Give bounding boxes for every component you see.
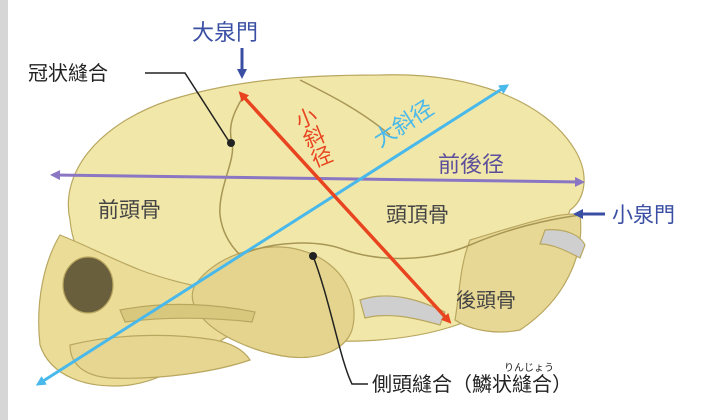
coronal-suture-dot [227,139,235,147]
label-coronal-suture: 冠状縫合 [28,61,108,85]
label-occipital-bone: 後頭骨 [456,288,516,312]
mandible [70,335,250,378]
label-squamous-suture: （鱗状縫合） [452,372,572,396]
label-large-fontanelle: 大泉門 [192,21,258,46]
label-parietal-bone: 頭頂骨 [386,203,449,227]
label-frontal-bone: 前頭骨 [98,198,161,222]
page-edge [0,0,8,420]
label-small-fontanelle: 小泉門 [612,203,675,227]
squamous-suture-dot [309,252,317,260]
eye-socket [63,257,113,313]
label-lambdoid-suture: 側頭縫合 [372,372,452,396]
label-fronto-occipital: 前後径 [438,153,504,178]
